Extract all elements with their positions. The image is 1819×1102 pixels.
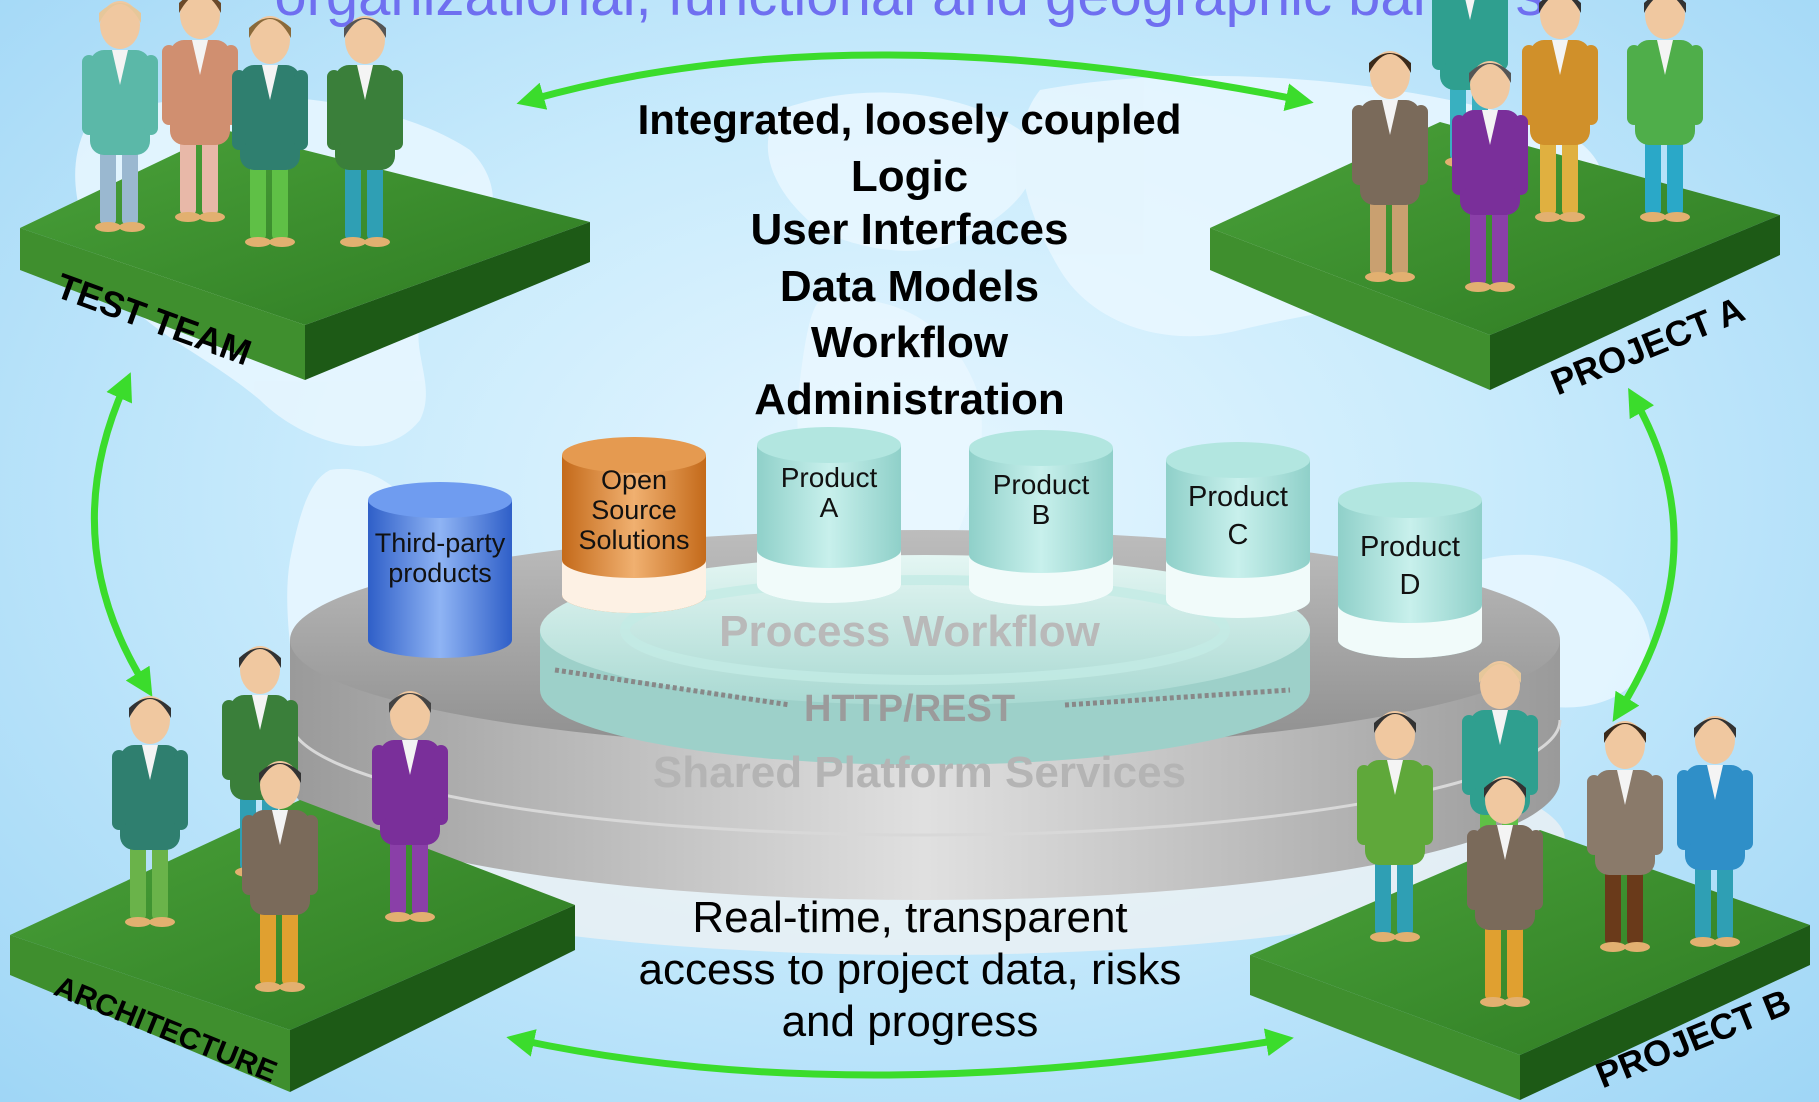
arrow-bottom bbox=[506, 1028, 1294, 1079]
cylinder-label-line: Source bbox=[591, 495, 677, 525]
integration-item-administration: Administration bbox=[754, 375, 1065, 424]
cylinder-label-product-d: Product D bbox=[1330, 528, 1490, 604]
cylinder-product-c bbox=[1166, 442, 1310, 618]
arrow-top bbox=[516, 51, 1314, 111]
realtime-access-line: access to project data, risks bbox=[638, 945, 1182, 994]
cylinder-label-line: A bbox=[819, 492, 839, 523]
person-figure bbox=[327, 16, 403, 247]
realtime-access-text: Real-time, transparent access to project… bbox=[560, 892, 1260, 1048]
slide-title: organizational, functional and geographi… bbox=[0, 0, 1819, 29]
person-figure bbox=[232, 16, 308, 247]
cylinder-third-party bbox=[368, 482, 512, 658]
cylinder-open-source bbox=[562, 437, 706, 613]
realtime-access-line: and progress bbox=[781, 997, 1039, 1046]
integration-item-data-models: Data Models bbox=[779, 262, 1040, 311]
person-figure bbox=[1452, 61, 1528, 292]
cylinder-label-line: Third-party bbox=[374, 528, 506, 558]
cylinder-label-third-party: Third-party products bbox=[360, 528, 520, 588]
cylinder-product-b bbox=[969, 430, 1113, 606]
cylinder-label-line: products bbox=[388, 558, 492, 588]
arrow-right bbox=[1612, 387, 1678, 722]
people-figures bbox=[82, 0, 1753, 1007]
person-figure bbox=[1587, 721, 1663, 952]
connection-arrows bbox=[90, 51, 1678, 1079]
cylinder-label-line: Solutions bbox=[578, 525, 690, 555]
person-figure bbox=[162, 0, 238, 222]
person-figure bbox=[1467, 776, 1543, 1007]
cylinder-label-line: Product bbox=[1188, 481, 1288, 513]
team-platform-test-team bbox=[20, 130, 590, 380]
cylinder-label-line: Product bbox=[992, 469, 1090, 500]
team-platform-project-b bbox=[1250, 830, 1810, 1100]
http-rest-label: HTTP/REST bbox=[803, 688, 1016, 730]
cylinder-label-product-b: Product B bbox=[961, 470, 1121, 530]
process-workflow-label: Process Workflow bbox=[719, 607, 1100, 656]
integration-item-ui: User Interfaces bbox=[750, 205, 1069, 254]
person-figure bbox=[1677, 716, 1753, 947]
realtime-access-line: Real-time, transparent bbox=[692, 893, 1128, 942]
cylinder-product-a bbox=[757, 427, 901, 603]
cylinder-label-product-a: Product A bbox=[749, 463, 909, 523]
person-figure bbox=[1522, 0, 1598, 222]
cylinder-label-open-source: Open Source Solutions bbox=[554, 465, 714, 555]
arrow-left bbox=[90, 372, 153, 697]
cylinder-label-line: Product bbox=[1360, 531, 1460, 563]
integration-item-logic: Logic bbox=[850, 152, 969, 201]
cylinder-product-d bbox=[1338, 482, 1482, 658]
person-figure bbox=[1627, 0, 1703, 222]
person-figure bbox=[1352, 51, 1428, 282]
person-figure bbox=[242, 761, 318, 992]
shared-platform-services-label: Shared Platform Services bbox=[652, 748, 1187, 797]
cylinder-label-line: D bbox=[1399, 569, 1421, 601]
cylinder-label-line: B bbox=[1031, 499, 1051, 530]
cylinder-label-line: Product bbox=[780, 462, 878, 493]
integration-item-workflow: Workflow bbox=[810, 318, 1009, 367]
integration-heading: Integrated, loosely coupled bbox=[637, 96, 1182, 143]
person-figure bbox=[372, 691, 448, 922]
person-figure bbox=[82, 1, 158, 232]
cylinder-label-line: Open bbox=[600, 465, 668, 495]
cylinder-label-product-c: Product C bbox=[1158, 478, 1318, 554]
cylinder-label-line: C bbox=[1227, 519, 1249, 551]
person-figure bbox=[1357, 711, 1433, 942]
person-figure bbox=[112, 696, 188, 927]
